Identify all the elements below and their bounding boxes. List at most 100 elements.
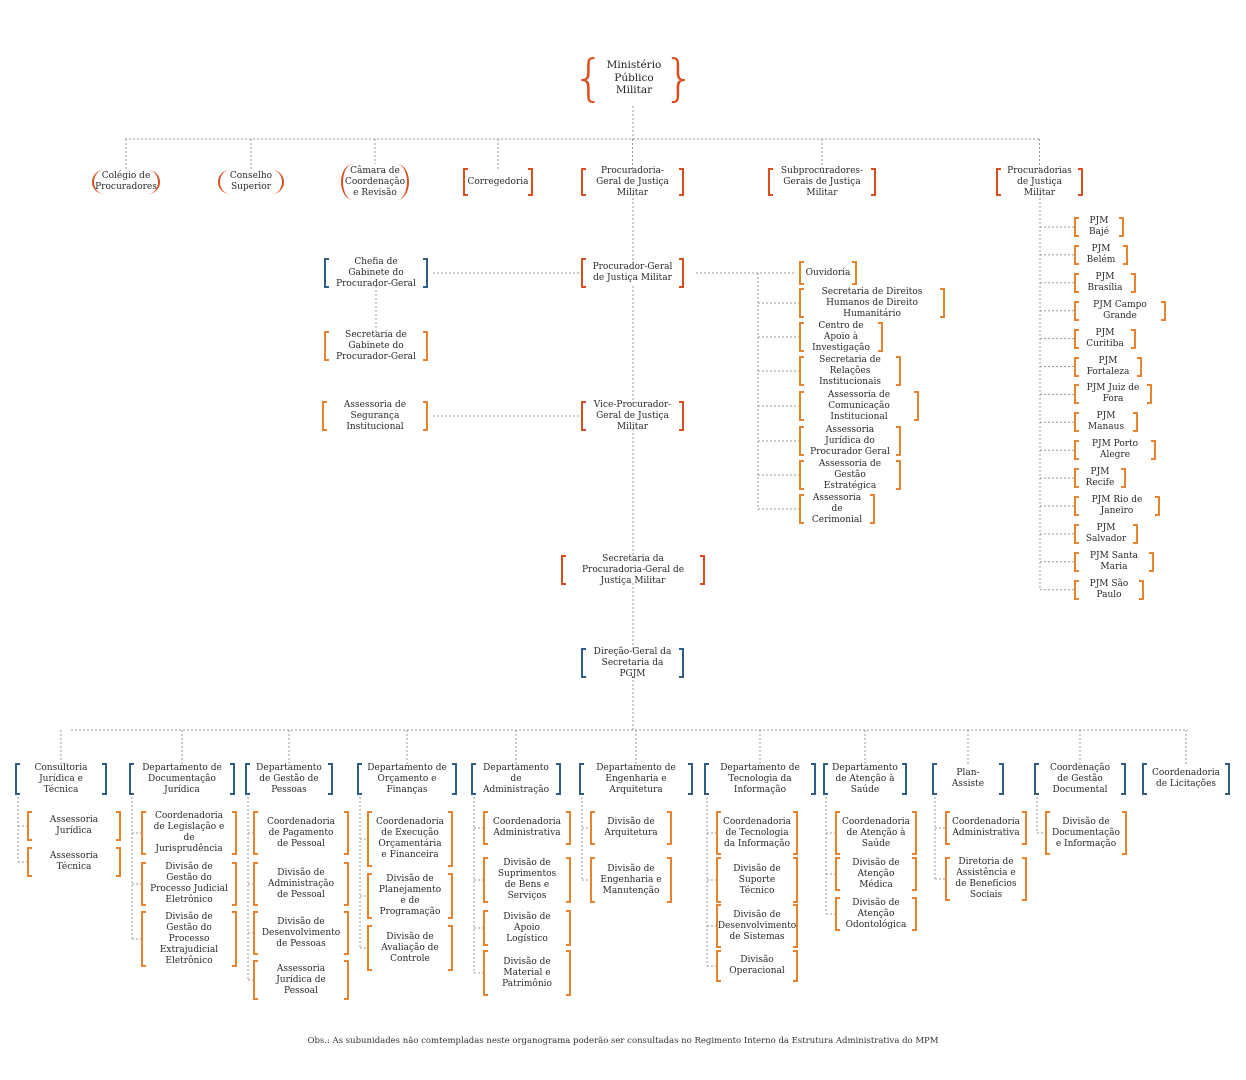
sub-unit-node-label: Divisão de Gestão do Processo Judicial E… [150, 862, 228, 905]
sub-unit-node-label: Divisão de Arquitetura [604, 817, 658, 838]
top-node-colegio: Colégio de Procuradores [92, 170, 160, 194]
sub-unit-node: Divisão Operacional [716, 950, 798, 982]
procurador-unit-node: Centro de Apoio à Investigação [799, 321, 883, 353]
sub-unit-node-label: Assessoria Jurídica de Pessoal [276, 963, 326, 996]
pjm-node-label: PJM Curitiba [1086, 327, 1124, 349]
sub-unit-node-label: Divisão de Material e Patrimônio [502, 956, 552, 989]
pjm-node-label: PJM Juiz de Fora [1086, 383, 1140, 405]
vice-procurador-node: Vice-Procurador-Geral de Justiça Militar [581, 400, 684, 432]
sub-unit-node: Divisão de Documentação e Informação [1045, 811, 1127, 855]
sub-unit-node-label: Coordenadoria de Execução Orçamentária e… [376, 817, 445, 860]
pjm-node-label: PJM Porto Alegre [1091, 439, 1139, 461]
pjm-node: PJM Bajé [1074, 216, 1124, 237]
department-node-label: Plan- Assiste [951, 768, 985, 789]
sub-unit-node: Coordenadoria de Tecnologia da Informaçã… [716, 811, 798, 855]
sub-unit-node: Divisão de Gestão do Processo Judicial E… [141, 862, 237, 906]
sub-unit-node: Coordenadoria Administrativa [945, 811, 1027, 845]
sub-unit-node-label: Divisão de Atenção Médica [852, 857, 900, 890]
sub-unit-node: Divisão de Material e Patrimônio [483, 950, 571, 996]
assessoria-seguranca-node: Assessoria de Segurança Institucional [322, 400, 428, 432]
sub-unit-node-label: Divisão de Engenharia e Manutenção [600, 863, 662, 896]
pjm-node-label: PJM Manaus [1087, 411, 1125, 433]
sub-unit-node-label: Coordenadoria de Pagamento de Pessoal [266, 816, 335, 849]
sub-unit-node: Divisão de Desenvolvimento de Sistemas [716, 904, 798, 948]
left-brace-icon: { [572, 49, 605, 107]
sub-unit-node-label: Divisão de Suporte Técnico [733, 863, 781, 896]
department-node: Coordenação de Gestão Documental [1034, 763, 1126, 795]
procurador-unit-node-label: Assessoria de Comunicação Institucional [827, 389, 891, 422]
pjm-node-label: PJM Brasília [1087, 271, 1123, 293]
sub-unit-node: Divisão de Desenvolvimento de Pessoas [253, 911, 349, 955]
secretaria-gabinete-node-label: Secretaria de Gabinete do Procurador-Ger… [336, 329, 416, 362]
pjm-node: PJM Rio de Janeiro [1074, 495, 1160, 516]
department-node: Departamento de Orçamento e Finanças [357, 763, 457, 795]
sub-unit-node: Divisão de Arquitetura [590, 811, 672, 845]
sub-unit-node: Divisão de Suprimentos de Bens e Serviço… [483, 857, 571, 903]
pjm-node-label: PJM Belém [1086, 243, 1116, 265]
procurador-unit-node: Secretaria de Direitos Humanos de Direit… [799, 287, 945, 319]
root-label: Ministério Público Militar [606, 59, 662, 97]
top-node-subprocuradores: Subprocuradores-Gerais de Justiça Milita… [768, 166, 876, 198]
top-node-camara-label: Câmara de Coordenação e Revisão [344, 165, 406, 198]
sub-unit-node-label: Divisão Operacional [729, 955, 785, 976]
procurador-unit-node: Assessoria de Gestão Estratégica [799, 459, 901, 491]
department-node: Coordenadoria de Licitações [1142, 763, 1230, 795]
pjm-node-label: PJM Recife [1085, 467, 1115, 489]
top-node-procuradoria-label: Procuradoria-Geral de Justiça Militar [596, 165, 669, 198]
top-node-procuradorias-label: Procuradorias de Justiça Militar [1007, 165, 1072, 198]
sub-unit-node-label: Divisão de Desenvolvimento de Sistemas [717, 909, 797, 942]
sub-unit-node: Coordenadoria de Atenção à Saúde [835, 811, 917, 855]
pjm-node: PJM Manaus [1074, 411, 1138, 433]
sub-unit-node-label: Divisão de Documentação e Informação [1052, 816, 1120, 849]
department-node: Plan- Assiste [932, 763, 1004, 795]
sub-unit-node-label: Divisão de Atenção Odontológica [845, 897, 907, 930]
sub-unit-node-label: Coordenadoria Administrativa [952, 817, 1021, 838]
procurador-unit-node-label: Secretaria de Direitos Humanos de Direit… [821, 286, 923, 319]
sub-unit-node-label: Divisão de Planejamento e de Programação [378, 874, 442, 917]
sub-unit-node: Coordenadoria de Execução Orçamentária e… [367, 811, 453, 867]
sub-unit-node-label: Divisão de Suprimentos de Bens e Serviço… [497, 858, 557, 901]
department-node-label: Departamento de Administração [482, 762, 550, 795]
pjm-node-label: PJM Fortaleza [1086, 355, 1130, 377]
footnote: Obs.: As subunidades não comtempladas ne… [307, 1036, 939, 1046]
pjm-node-label: PJM Salvador [1085, 522, 1127, 544]
assessoria-seguranca-node-label: Assessoria de Segurança Institucional [343, 399, 407, 432]
sub-unit-node-label: Divisão de Apoio Logístico [503, 911, 551, 944]
department-node: Departamento de Tecnologia da Informação [704, 763, 816, 795]
sub-unit-node-label: Assessoria Técnica [49, 851, 99, 872]
pjm-node: PJM Brasília [1074, 271, 1136, 293]
sub-unit-node-label: Divisão de Avaliação de Controle [381, 931, 439, 964]
top-node-procuradoria: Procuradoria-Geral de Justiça Militar [581, 166, 684, 198]
top-node-colegio-label: Colégio de Procuradores [95, 171, 157, 192]
pjm-node-label: PJM Campo Grande [1093, 299, 1147, 321]
department-node-label: Consultoria Jurídica e Técnica [34, 762, 88, 795]
sub-unit-node-label: Coordenadoria de Atenção à Saúde [842, 816, 911, 849]
sub-unit-node-label: Diretoria de Assistência e de Benefícios… [955, 857, 1017, 900]
top-node-procuradorias: Procuradorias de Justiça Militar [996, 166, 1083, 198]
sub-unit-node: Divisão de Avaliação de Controle [367, 925, 453, 971]
procurador-unit-node: Secretaria de Relações Institucionais [799, 355, 901, 387]
procurador-unit-node-label: Assessoria de Cerimonial [811, 492, 863, 525]
sub-unit-node-label: Divisão de Administração de Pessoal [267, 867, 335, 900]
pjm-node: PJM Salvador [1074, 522, 1138, 544]
top-node-corregedoria-label: Corregedoria [467, 176, 529, 187]
sub-unit-node-label: Coordenadoria de Tecnologia da Informaçã… [723, 816, 792, 849]
pjm-node: PJM Recife [1074, 467, 1126, 489]
procurador-unit-node: Assessoria de Cerimonial [799, 493, 875, 525]
sub-unit-node: Divisão de Planejamento e de Programação [367, 873, 453, 919]
procurador-unit-node: Ouvidoria [799, 261, 857, 285]
pjm-node: PJM Curitiba [1074, 327, 1136, 349]
sub-unit-node: Divisão de Suporte Técnico [716, 857, 798, 903]
secretaria-pgjm-node-label: Secretaria da Procuradoria-Geral de Just… [581, 553, 685, 586]
department-node-label: Departamento de Atenção à Saúde [832, 762, 898, 795]
secretaria-pgjm-node: Secretaria da Procuradoria-Geral de Just… [561, 554, 705, 586]
sub-unit-node: Coordenadoria de Pagamento de Pessoal [253, 811, 349, 855]
sub-unit-node-label: Divisão de Desenvolvimento de Pessoas [261, 916, 341, 949]
sub-unit-node: Divisão de Engenharia e Manutenção [590, 857, 672, 903]
procurador-unit-node-label: Assessoria de Gestão Estratégica [818, 458, 882, 491]
procurador-geral-node: Procurador-Geral de Justiça Militar [581, 258, 684, 288]
department-node: Consultoria Jurídica e Técnica [15, 762, 107, 795]
sub-unit-node-label: Assessoria Jurídica [49, 815, 99, 836]
procurador-unit-node-label: Ouvidoria [805, 267, 851, 278]
